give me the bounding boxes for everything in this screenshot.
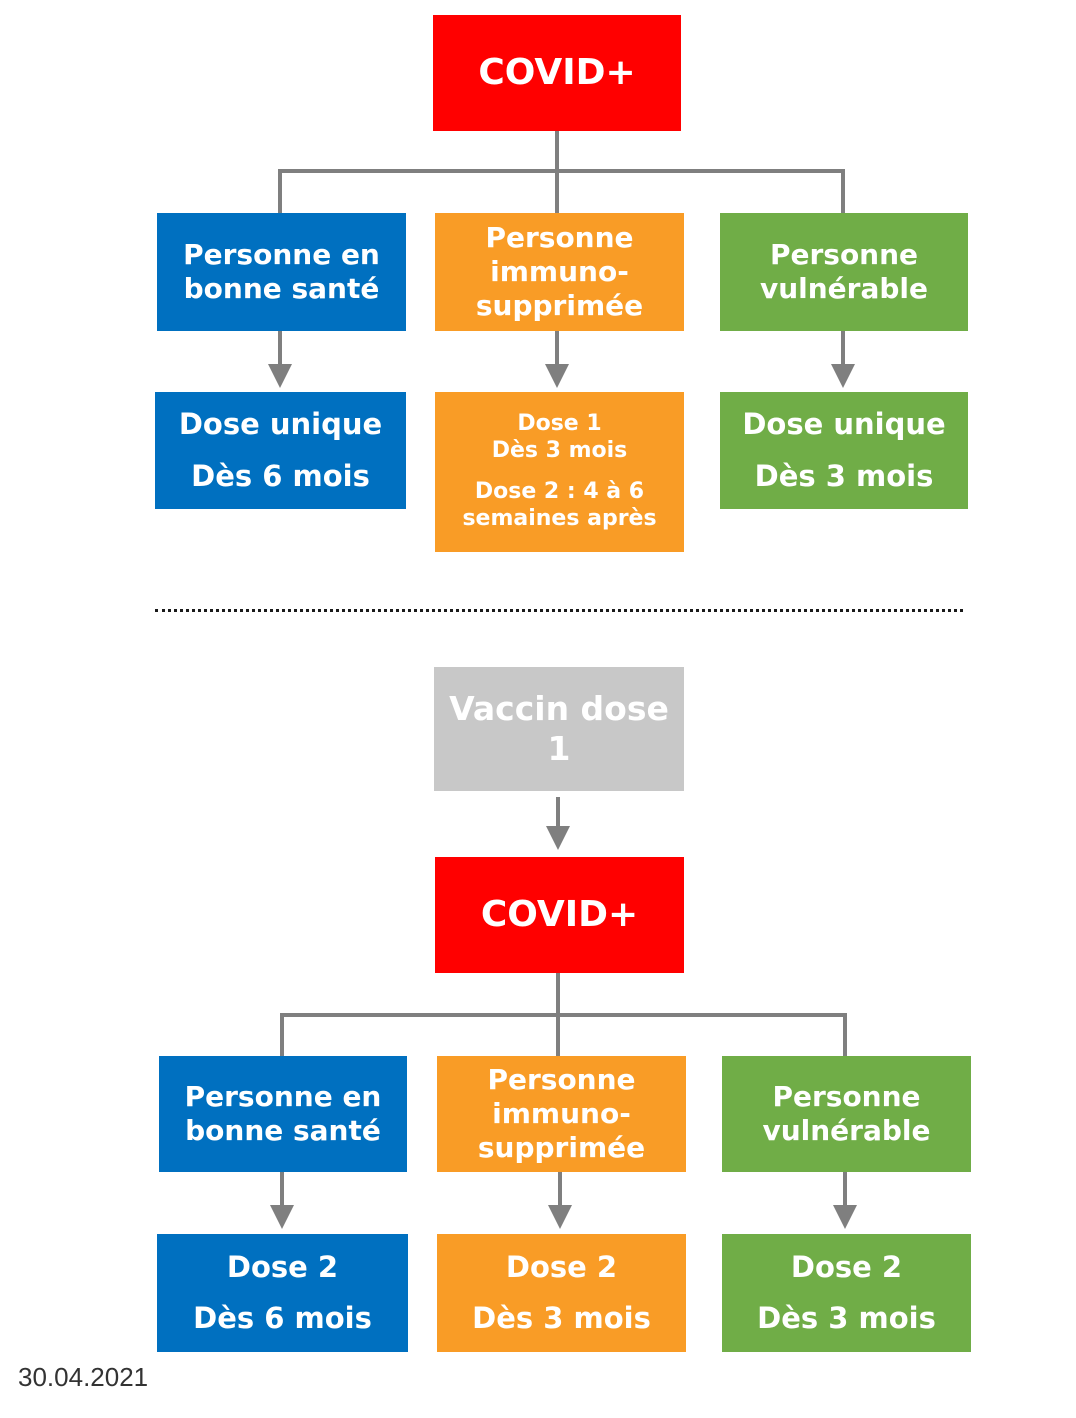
s1-category-healthy: Personne en bonne santé	[157, 213, 406, 331]
s1-dose-immuno-line4: semaines après	[462, 505, 657, 531]
s2-dose-immuno-line2: Dès 3 mois	[472, 1301, 651, 1335]
s2-dose-vulnerable-line2: Dès 3 mois	[757, 1301, 936, 1335]
s1-covid-positive-label: COVID+	[478, 52, 636, 94]
s1-dose-immuno-line1: Dose 1	[517, 411, 602, 437]
s1-dose-vulnerable-line1: Dose unique	[742, 407, 946, 442]
s1-dose-vulnerable-line2: Dès 3 mois	[754, 458, 934, 493]
s1-branch	[278, 169, 845, 213]
s2-vaccine-dose1-box: Vaccin dose 1	[434, 667, 684, 791]
s1-dose-immuno: Dose 1 Dès 3 mois Dose 2 : 4 à 6 semaine…	[435, 392, 684, 552]
s2-dose-healthy-line2: Dès 6 mois	[193, 1301, 372, 1335]
s2-category-immuno-line3: supprimée	[477, 1131, 646, 1165]
s1-category-vulnerable: Personne vulnérable	[720, 213, 968, 331]
s1-category-vulnerable-line2: vulnérable	[759, 272, 929, 305]
s1-category-immuno-line1: Personne	[485, 220, 634, 254]
s2-dose-vulnerable-line1: Dose 2	[790, 1249, 903, 1284]
s1-category-healthy-line1: Personne en	[183, 237, 380, 271]
s1-category-immuno-line3: supprimée	[475, 289, 644, 323]
s1-category-immuno: Personne immuno- supprimée	[435, 213, 684, 331]
s1-dose-immuno-line2: Dès 3 mois	[491, 438, 628, 464]
s2-vaccine-dose1-label: Vaccin dose 1	[449, 688, 669, 768]
s2-category-immuno-line2: immuno-	[492, 1096, 631, 1130]
s2-dose-healthy-line1: Dose 2	[226, 1249, 339, 1284]
s2-category-vulnerable: Personne vulnérable	[722, 1056, 971, 1172]
section-divider	[155, 609, 963, 612]
s2-category-healthy-line1: Personne en	[184, 1079, 382, 1113]
s2-category-healthy: Personne en bonne santé	[159, 1056, 407, 1172]
s2-branch	[280, 1013, 847, 1056]
s2-dose-immuno: Dose 2 Dès 3 mois	[437, 1234, 686, 1352]
s1-dose-healthy: Dose unique Dès 6 mois	[155, 392, 406, 509]
s2-dose-healthy: Dose 2 Dès 6 mois	[157, 1234, 408, 1352]
s2-category-immuno-line1: Personne	[487, 1062, 636, 1096]
s2-category-healthy-line2: bonne santé	[185, 1114, 381, 1147]
s1-category-immuno-line2: immuno-	[490, 254, 629, 288]
s1-dose-healthy-line1: Dose unique	[178, 407, 383, 442]
s2-category-vulnerable-line1: Personne	[772, 1079, 921, 1113]
s1-category-healthy-line2: bonne santé	[183, 272, 380, 305]
s2-category-vulnerable-line2: vulnérable	[762, 1114, 931, 1147]
s2-covid-positive-box: COVID+	[435, 857, 684, 973]
s1-category-vulnerable-line1: Personne	[769, 237, 919, 271]
s2-category-immuno: Personne immuno- supprimée	[437, 1056, 686, 1172]
s1-dose-immuno-line3: Dose 2 : 4 à 6	[474, 479, 645, 504]
s2-dose-vulnerable: Dose 2 Dès 3 mois	[722, 1234, 971, 1352]
s2-covid-positive-label: COVID+	[480, 894, 639, 936]
s1-dose-vulnerable: Dose unique Dès 3 mois	[720, 392, 968, 509]
s2-dose-immuno-line1: Dose 2	[505, 1249, 618, 1284]
s1-dose-healthy-line2: Dès 6 mois	[191, 458, 370, 493]
s1-covid-positive-box: COVID+	[433, 15, 681, 131]
date-stamp: 30.04.2021	[18, 1362, 149, 1392]
